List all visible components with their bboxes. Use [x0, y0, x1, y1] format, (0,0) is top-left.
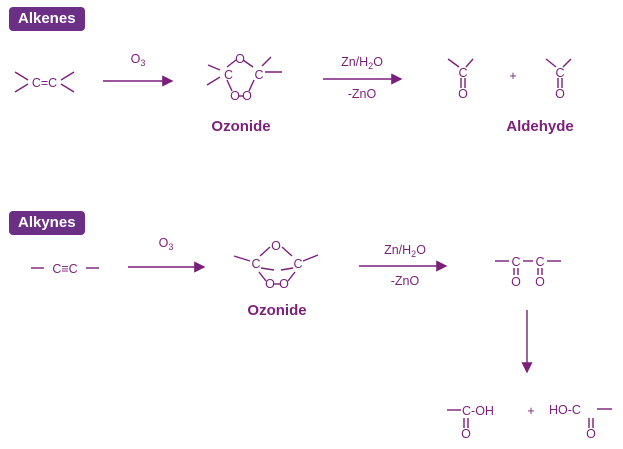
alkyne-ozonide-label: Ozonide [247, 302, 306, 319]
svg-text:C: C [511, 255, 520, 269]
svg-text:C: C [535, 255, 544, 269]
svg-text:O: O [230, 89, 240, 103]
svg-text:O: O [242, 89, 252, 103]
svg-text:O: O [535, 275, 545, 289]
alkynes-heading-badge: Alkynes [9, 211, 85, 235]
alkene-conditions-bottom: -ZnO [348, 87, 377, 101]
alkene-pathway: C=C O3 C O C O O Ozonide Zn/H2O -ZnO C O… [32, 52, 574, 135]
svg-text:C: C [555, 66, 564, 80]
svg-text:O: O [235, 52, 245, 66]
structure-bonds [14, 56, 612, 428]
svg-text:O: O [461, 427, 471, 441]
alkyne-pathway: C≡C O3 C O C O O Ozonide Zn/H2O -ZnO C C… [52, 236, 596, 441]
svg-text:O: O [555, 87, 565, 101]
svg-text:O: O [279, 277, 289, 291]
svg-text:O: O [265, 277, 275, 291]
alkyne-conditions-bottom: -ZnO [391, 274, 420, 288]
alkenes-heading-badge: Alkenes [9, 7, 85, 31]
svg-text:O: O [586, 427, 596, 441]
svg-text:O: O [511, 275, 521, 289]
alkene-product-plus: + [509, 69, 516, 83]
svg-text:C: C [458, 66, 467, 80]
alkyne-conditions-top: Zn/H2O [384, 243, 426, 259]
acid-plus: + [527, 404, 534, 418]
alkene-aldehyde-label: Aldehyde [506, 118, 574, 135]
svg-text:O: O [271, 239, 281, 253]
svg-text:C: C [293, 257, 302, 271]
alkene-reactant-formula: C=C [32, 76, 57, 90]
svg-text:C: C [224, 68, 233, 82]
acid-right-formula: HO-C [549, 403, 581, 417]
alkene-ozonide-label: Ozonide [211, 118, 270, 135]
acid-left-formula: C-OH [462, 404, 494, 418]
svg-text:C: C [251, 257, 260, 271]
svg-text:C: C [254, 68, 263, 82]
svg-text:O: O [458, 87, 468, 101]
alkyne-reactant-formula: C≡C [52, 262, 77, 276]
alkene-conditions-top: Zn/H2O [341, 55, 383, 71]
alkyne-reagent-o3: O3 [159, 236, 174, 252]
alkene-reagent-o3: O3 [131, 52, 146, 68]
